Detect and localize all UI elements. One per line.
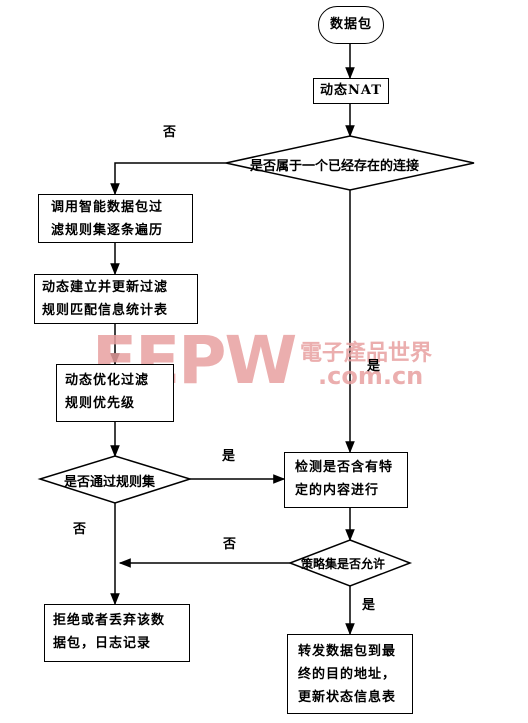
build-stats-line2: 规则匹配信息统计表 <box>42 303 169 318</box>
build-stats-box: 动态建立并更新过滤 规则匹配信息统计表 <box>34 274 198 324</box>
start-node-label: 数据包 <box>329 17 372 32</box>
build-stats-line1: 动态建立并更新过滤 <box>42 280 169 295</box>
pass-rules-diamond <box>37 455 193 504</box>
edge-existing-no <box>110 162 226 196</box>
edge-label-pass-no: 否 <box>73 522 87 537</box>
nat-box-label: 动态NAT <box>320 83 382 98</box>
policy-diamond <box>287 539 413 587</box>
detect-content-line2: 定的内容进行 <box>295 483 380 498</box>
reject-log-box: 拒绝或者丢弃该数 据包，日志记录 <box>44 604 190 662</box>
detect-content-line1: 检测是否含有特 <box>295 460 394 475</box>
existing-connection-diamond <box>225 135 475 191</box>
nat-box: 动态NAT <box>313 78 389 104</box>
forward-update-line2: 终的目的地址， <box>298 667 397 682</box>
edge-label-policy-yes: 是 <box>362 598 376 613</box>
policy-label: 策略集是否允许 <box>301 557 386 571</box>
existing-connection-label: 是否属于一个已经存在的连接 <box>250 159 420 174</box>
reject-log-line1: 拒绝或者丢弃该数 <box>53 613 166 628</box>
start-node: 数据包 <box>318 6 384 44</box>
watermark-cn-text: 電子產品世界 <box>300 340 433 366</box>
traverse-rules-box: 调用智能数据包过 滤规则集逐条遍历 <box>38 194 193 243</box>
forward-update-line3: 更新状态信息表 <box>298 690 397 705</box>
optimize-priority-box: 动态优化过滤 规则优先级 <box>56 364 174 422</box>
reject-log-line2: 据包，日志记录 <box>53 636 152 651</box>
forward-update-box: 转发数据包到最 终的目的地址， 更新状态信息表 <box>287 634 413 714</box>
traverse-rules-line2: 滤规则集逐条遍历 <box>51 223 164 238</box>
detect-content-box: 检测是否含有特 定的内容进行 <box>284 452 408 508</box>
edge-label-policy-no: 否 <box>223 537 237 552</box>
forward-update-line1: 转发数据包到最 <box>298 644 397 659</box>
traverse-rules-line1: 调用智能数据包过 <box>51 200 164 215</box>
edge-label-pass-yes: 是 <box>222 449 236 464</box>
watermark-url: .com.cn <box>318 362 424 390</box>
optimize-priority-line2: 规则优先级 <box>65 396 136 411</box>
optimize-priority-line1: 动态优化过滤 <box>65 373 150 388</box>
pass-rules-label: 是否通过规则集 <box>64 475 156 490</box>
edge-label-existing-no: 否 <box>163 125 177 140</box>
edge-label-existing-yes: 是 <box>367 359 381 374</box>
